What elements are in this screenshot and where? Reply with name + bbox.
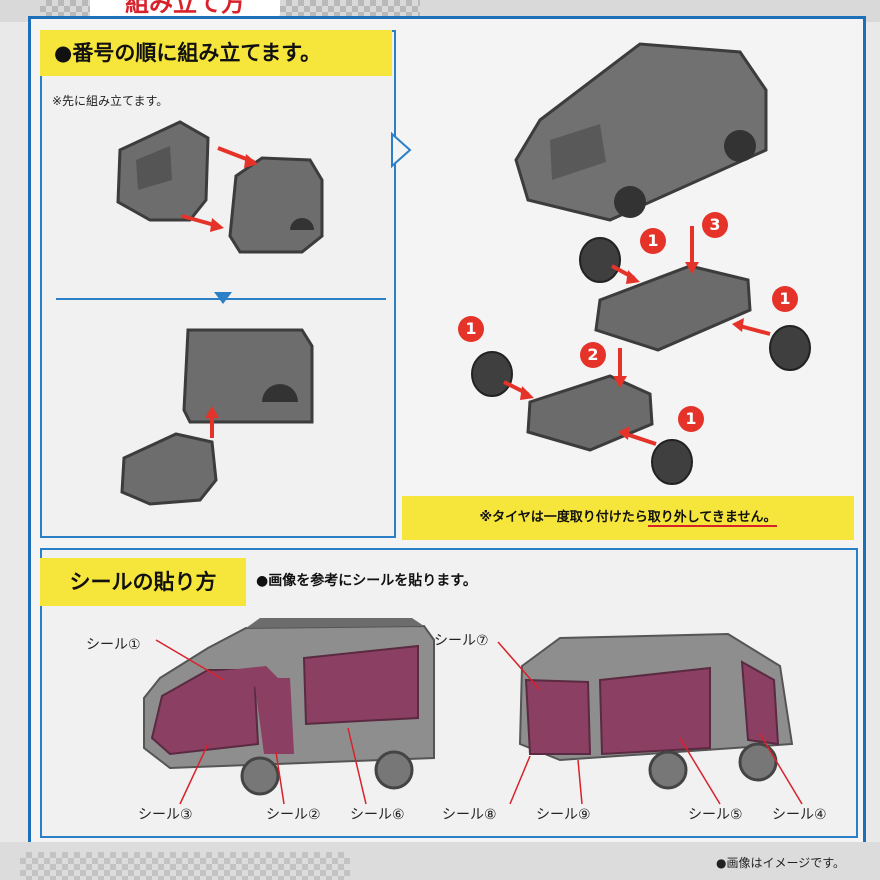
van-body-illustration bbox=[514, 42, 768, 222]
assembly-heading: ●番号の順に組み立てます。 bbox=[40, 30, 392, 76]
sticker-4-area bbox=[740, 660, 780, 746]
sticker-2-area bbox=[254, 678, 294, 754]
sticker-label-1: シール① bbox=[86, 637, 141, 653]
section-title: 組み立て方 bbox=[90, 0, 280, 18]
step-badge: 3 bbox=[702, 212, 728, 238]
lower-chassis-illustration bbox=[526, 374, 654, 452]
front-part-illustration bbox=[120, 432, 218, 506]
sticker-label-3: シール③ bbox=[138, 807, 193, 823]
sub-assembly-illustration bbox=[116, 120, 324, 506]
sticker-label-5: シール⑤ bbox=[688, 807, 743, 823]
tire-warning: ※タイヤは一度取り付けたら取り外してきません。 bbox=[402, 496, 854, 540]
sticker-6-area bbox=[302, 644, 419, 726]
sticker-label-9: シール⑨ bbox=[536, 807, 591, 823]
sticker-label-4: シール④ bbox=[772, 807, 827, 823]
pre-assembly-note: ※先に組み立てます。 bbox=[52, 94, 169, 108]
chassis-illustration bbox=[594, 264, 752, 352]
sticker-label-8: シール⑧ bbox=[442, 807, 497, 823]
tire-icon bbox=[651, 439, 693, 485]
checker-pattern-bottom bbox=[20, 852, 350, 880]
step-badge: 1 bbox=[458, 316, 484, 342]
sticker-label-6: シール⑥ bbox=[350, 807, 405, 823]
tire-icon bbox=[769, 325, 811, 371]
sticker-label-7: シール⑦ bbox=[434, 633, 489, 649]
down-triangle-icon bbox=[214, 292, 232, 304]
warning-text: ※タイヤは一度取り付けたら bbox=[479, 510, 648, 525]
main-assembly-illustration bbox=[471, 42, 811, 485]
van-shell-illustration bbox=[228, 156, 324, 254]
callout-pointer bbox=[391, 131, 412, 169]
sticker-5-area bbox=[598, 666, 711, 756]
image-note: ●画像はイメージです。 bbox=[716, 856, 846, 870]
step-badge: 2 bbox=[580, 342, 606, 368]
sticker-7-area bbox=[524, 678, 592, 755]
sticker-illustration bbox=[143, 618, 803, 805]
tire-icon bbox=[471, 351, 513, 397]
step-badge: 1 bbox=[640, 228, 666, 254]
sticker-heading: シールの貼り方 bbox=[40, 558, 246, 606]
warning-underlined-text: 取り外してきません。 bbox=[647, 510, 777, 527]
cargo-box-illustration bbox=[182, 328, 314, 424]
tire-icon bbox=[579, 237, 621, 283]
step-badge: 1 bbox=[772, 286, 798, 312]
sticker-instruction: ●画像を参考にシールを貼ります。 bbox=[256, 573, 477, 589]
sticker-label-2: シール② bbox=[266, 807, 321, 823]
assembly-left-panel bbox=[40, 30, 396, 538]
step-badge: 1 bbox=[678, 406, 704, 432]
